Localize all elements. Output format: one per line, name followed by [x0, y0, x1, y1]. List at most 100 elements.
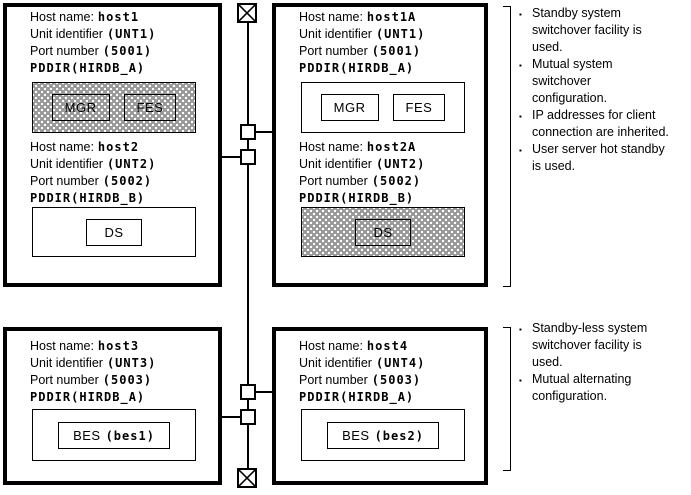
standby-unit-area: MGR FES — [32, 82, 196, 133]
lan-connector-icon — [240, 409, 256, 425]
mgr-server-box: MGR — [320, 94, 379, 121]
server-machine-box-host1A-host2A: Host name:host1A Unit identifier(UNT1) P… — [272, 3, 488, 287]
note-item: ▪ User server hot standby is used. — [519, 141, 689, 175]
host-name-label: Host name: — [299, 339, 363, 353]
lan-connector-icon — [240, 384, 256, 400]
host-name-value: host2A — [366, 140, 417, 154]
unit-identifier-value: (UNT4) — [375, 356, 426, 370]
active-unit-area: MGR FES — [301, 82, 465, 133]
bes-server-param: (bes1) — [105, 428, 155, 443]
port-number-label: Port number — [30, 44, 99, 58]
fes-server-label: FES — [405, 100, 433, 115]
host-name-line: Host name:host2 — [30, 140, 139, 154]
note-item: ▪ Standby system switchover facility is … — [519, 5, 689, 56]
fes-server-box: FES — [392, 94, 446, 121]
unit-identifier-value: (UNT1) — [375, 27, 426, 41]
host-name-line: Host name:host2A — [299, 140, 416, 154]
active-unit-area: BES (bes1) — [32, 409, 196, 461]
bes-server-box: BES (bes1) — [58, 421, 170, 449]
port-number-label: Port number — [299, 44, 368, 58]
port-number-value: (5002) — [102, 174, 153, 188]
active-unit-area: BES (bes2) — [301, 409, 465, 461]
port-number-label: Port number — [30, 373, 99, 387]
pddir-value: PDDIR(HIRDB_A) — [30, 61, 146, 75]
pddir-line: PDDIR(HIRDB_A) — [299, 390, 414, 404]
host-name-line: Host name:host1 — [30, 10, 139, 24]
connector-stub-line — [256, 391, 272, 393]
port-number-value: (5001) — [371, 44, 422, 58]
unit-identifier-value: (UNT3) — [106, 356, 157, 370]
unit-identifier-label: Unit identifier — [30, 157, 103, 171]
bes-server-param: (bes2) — [374, 428, 424, 443]
bullet-icon: ▪ — [519, 325, 522, 334]
unit-identifier-line: Unit identifier(UNT1) — [30, 27, 156, 41]
bullet-icon: ▪ — [519, 376, 522, 385]
pddir-line: PDDIR(HIRDB_B) — [299, 191, 414, 205]
pddir-value: PDDIR(HIRDB_A) — [30, 390, 146, 404]
unit-identifier-label: Unit identifier — [299, 157, 372, 171]
host-name-value: host1A — [366, 10, 417, 24]
bullet-icon: ▪ — [519, 61, 522, 70]
active-unit-area: DS — [32, 207, 196, 257]
unit-identifier-line: Unit identifier(UNT4) — [299, 356, 425, 370]
host-name-line: Host name:host3 — [30, 339, 139, 353]
note-item: ▪ Mutual alternating configuration. — [519, 371, 689, 405]
pddir-value: PDDIR(HIRDB_B) — [299, 191, 415, 205]
port-number-label: Port number — [299, 373, 368, 387]
lan-connector-icon — [240, 149, 256, 165]
port-number-label: Port number — [299, 174, 368, 188]
unit-identifier-line: Unit identifier(UNT1) — [299, 27, 425, 41]
pddir-line: PDDIR(HIRDB_A) — [30, 61, 145, 75]
connector-stub-line — [222, 416, 240, 418]
pddir-line: PDDIR(HIRDB_A) — [299, 61, 414, 75]
note-item: ▪ Mutual system switchover configuration… — [519, 56, 689, 107]
unit-identifier-label: Unit identifier — [30, 356, 103, 370]
port-number-line: Port number(5003) — [299, 373, 421, 387]
mgr-server-label: MGR — [64, 100, 97, 115]
host-name-label: Host name: — [30, 140, 94, 154]
port-number-line: Port number(5002) — [299, 174, 421, 188]
host-name-line: Host name:host1A — [299, 10, 416, 24]
note-text: IP addresses for client connection are i… — [532, 108, 669, 139]
port-number-line: Port number(5002) — [30, 174, 152, 188]
note-text: Mutual system switchover configuration. — [532, 57, 613, 105]
server-machine-box-host1-host2: Host name:host1 Unit identifier(UNT1) Po… — [3, 3, 222, 287]
note-text: Standby system switchover facility is us… — [532, 6, 642, 54]
connector-stub-line — [256, 131, 272, 133]
ds-server-box: DS — [86, 218, 142, 246]
connector-stub-line — [222, 156, 240, 158]
ds-server-label: DS — [104, 224, 124, 240]
unit-identifier-line: Unit identifier(UNT2) — [30, 157, 156, 171]
note-text: Mutual alternating configuration. — [532, 372, 632, 403]
bullet-icon: ▪ — [519, 146, 522, 155]
port-number-line: Port number(5001) — [30, 44, 152, 58]
unit-identifier-line: Unit identifier(UNT2) — [299, 157, 425, 171]
bes-server-box: BES (bes2) — [327, 421, 439, 449]
host-name-label: Host name: — [299, 10, 363, 24]
note-item: ▪ IP addresses for client connection are… — [519, 107, 689, 141]
bullet-icon: ▪ — [519, 112, 522, 121]
bes-server-label: BES — [342, 427, 370, 443]
pddir-line: PDDIR(HIRDB_B) — [30, 191, 145, 205]
note-text: User server hot standby is used. — [532, 142, 665, 173]
network-terminator-icon — [237, 3, 257, 23]
host-name-line: Host name:host4 — [299, 339, 408, 353]
port-number-value: (5001) — [102, 44, 153, 58]
top-group-bracket — [503, 6, 511, 287]
bottom-group-bracket — [503, 327, 511, 471]
fes-server-label: FES — [136, 100, 164, 115]
notes-top: ▪ Standby system switchover facility is … — [519, 5, 689, 175]
unit-identifier-label: Unit identifier — [299, 27, 372, 41]
lan-connector-icon — [240, 124, 256, 140]
fes-server-box: FES — [123, 94, 177, 121]
host-name-value: host2 — [97, 140, 140, 154]
port-number-value: (5003) — [102, 373, 153, 387]
unit-identifier-value: (UNT1) — [106, 27, 157, 41]
bes-server-label: BES — [73, 427, 101, 443]
note-item: ▪ Standby-less system switchover facilit… — [519, 320, 689, 371]
note-text: Standby-less system switchover facility … — [532, 321, 648, 369]
pddir-value: PDDIR(HIRDB_A) — [299, 61, 415, 75]
bullet-icon: ▪ — [519, 10, 522, 19]
port-number-label: Port number — [30, 174, 99, 188]
